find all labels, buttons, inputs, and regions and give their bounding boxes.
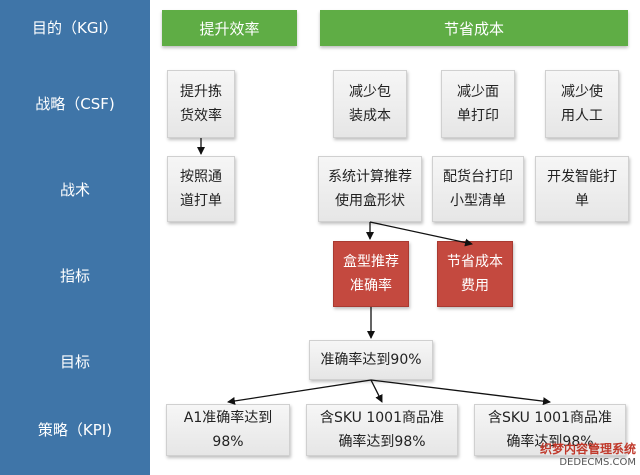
kpi-a1-accuracy: A1准确率达到 98% (166, 404, 290, 456)
tactic-smart-text: 开发智能打 单 (547, 169, 617, 209)
header-cost: 节省成本 (320, 10, 628, 46)
level-sidebar: 目的（KGI） 战略（CSF) 战术 指标 目标 策略（KPI) (0, 0, 150, 475)
level-label-kgi: 目的（KGI） (32, 19, 118, 37)
watermark-url: DEDECMS.COM (559, 457, 636, 468)
tactic-box-text: 系统计算推荐 使用盒形状 (328, 169, 412, 209)
tactic-channel-text: 按照通 道打单 (180, 169, 222, 209)
kpi-a1-text: A1准确率达到 98% (183, 410, 273, 450)
watermark: 织梦内容管理系统 DEDECMS.COM (540, 443, 636, 469)
level-label-kpi: 策略（KPI) (37, 421, 113, 439)
strategy-package-cost: 减少包 装成本 (333, 70, 407, 138)
arrow-target-to-sku1 (370, 379, 383, 403)
tactic-smart-print: 开发智能打 单 (535, 156, 629, 222)
target-accuracy-text: 准确率达到90% (320, 352, 422, 368)
strategy-labor-text: 减少使 用人工 (561, 84, 603, 124)
level-label-target: 目标 (59, 353, 90, 371)
kpi-sku-accuracy-2: 含SKU 1001商品准 确率达到98% (474, 404, 626, 456)
level-label-indicator: 指标 (59, 267, 90, 285)
level-label-tactics: 战术 (59, 181, 90, 199)
tactic-box-recommend: 系统计算推荐 使用盒形状 (318, 156, 422, 222)
kpi-sku2-text: 含SKU 1001商品准 确率达到98% (487, 410, 613, 450)
kpi-sku-accuracy-1: 含SKU 1001商品准 确率达到98% (306, 404, 458, 456)
strategy-pick-efficiency: 提升拣 货效率 (167, 70, 235, 138)
tactic-station-text: 配货台打印 小型清单 (443, 169, 513, 209)
strategy-labor-reduction: 减少使 用人工 (545, 70, 619, 138)
arrow-target-to-a1 (227, 379, 372, 405)
strategy-pick-text: 提升拣 货效率 (180, 84, 222, 124)
strategy-package-text: 减少包 装成本 (349, 84, 391, 124)
strategy-print-reduction: 减少面 单打印 (441, 70, 515, 138)
indicator-box-accuracy: 盒型推荐 准确率 (333, 241, 409, 307)
level-label-csf: 战略（CSF) (35, 95, 115, 113)
indicator-cost-text: 节省成本 费用 (447, 254, 503, 294)
header-efficiency: 提升效率 (162, 10, 297, 46)
strategy-print-text: 减少面 单打印 (457, 84, 499, 124)
tactic-station-print: 配货台打印 小型清单 (432, 156, 524, 222)
kpi-sku1-text: 含SKU 1001商品准 确率达到98% (319, 410, 445, 450)
watermark-title: 织梦内容管理系统 (539, 442, 636, 456)
indicator-accuracy-text: 盒型推荐 准确率 (343, 254, 399, 294)
arrow-target-to-sku2 (370, 379, 551, 406)
target-accuracy: 准确率达到90% (309, 340, 433, 380)
indicator-cost-saving: 节省成本 费用 (437, 241, 513, 307)
tactic-channel-print: 按照通 道打单 (167, 156, 235, 222)
